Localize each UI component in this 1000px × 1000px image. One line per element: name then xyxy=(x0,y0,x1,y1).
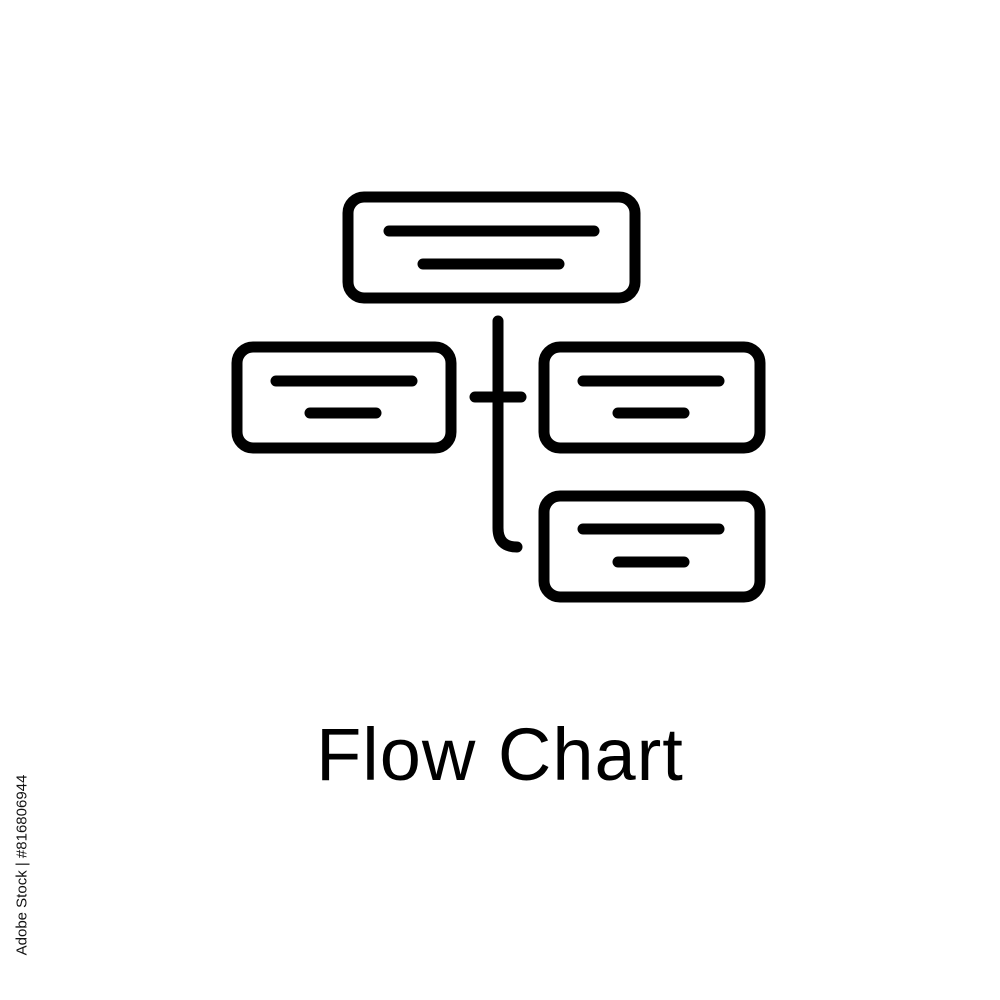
connector-lines xyxy=(469,315,527,553)
icon-caption: Flow Chart xyxy=(316,713,684,796)
stock-id-watermark: Adobe Stock | #816806944 xyxy=(4,760,40,970)
bottom-node-box xyxy=(538,490,766,603)
stock-id-text: Adobe Stock | #816806944 xyxy=(13,774,31,956)
right-node-box xyxy=(538,341,766,454)
left-node-box xyxy=(231,341,457,454)
top-node-box xyxy=(342,191,641,304)
